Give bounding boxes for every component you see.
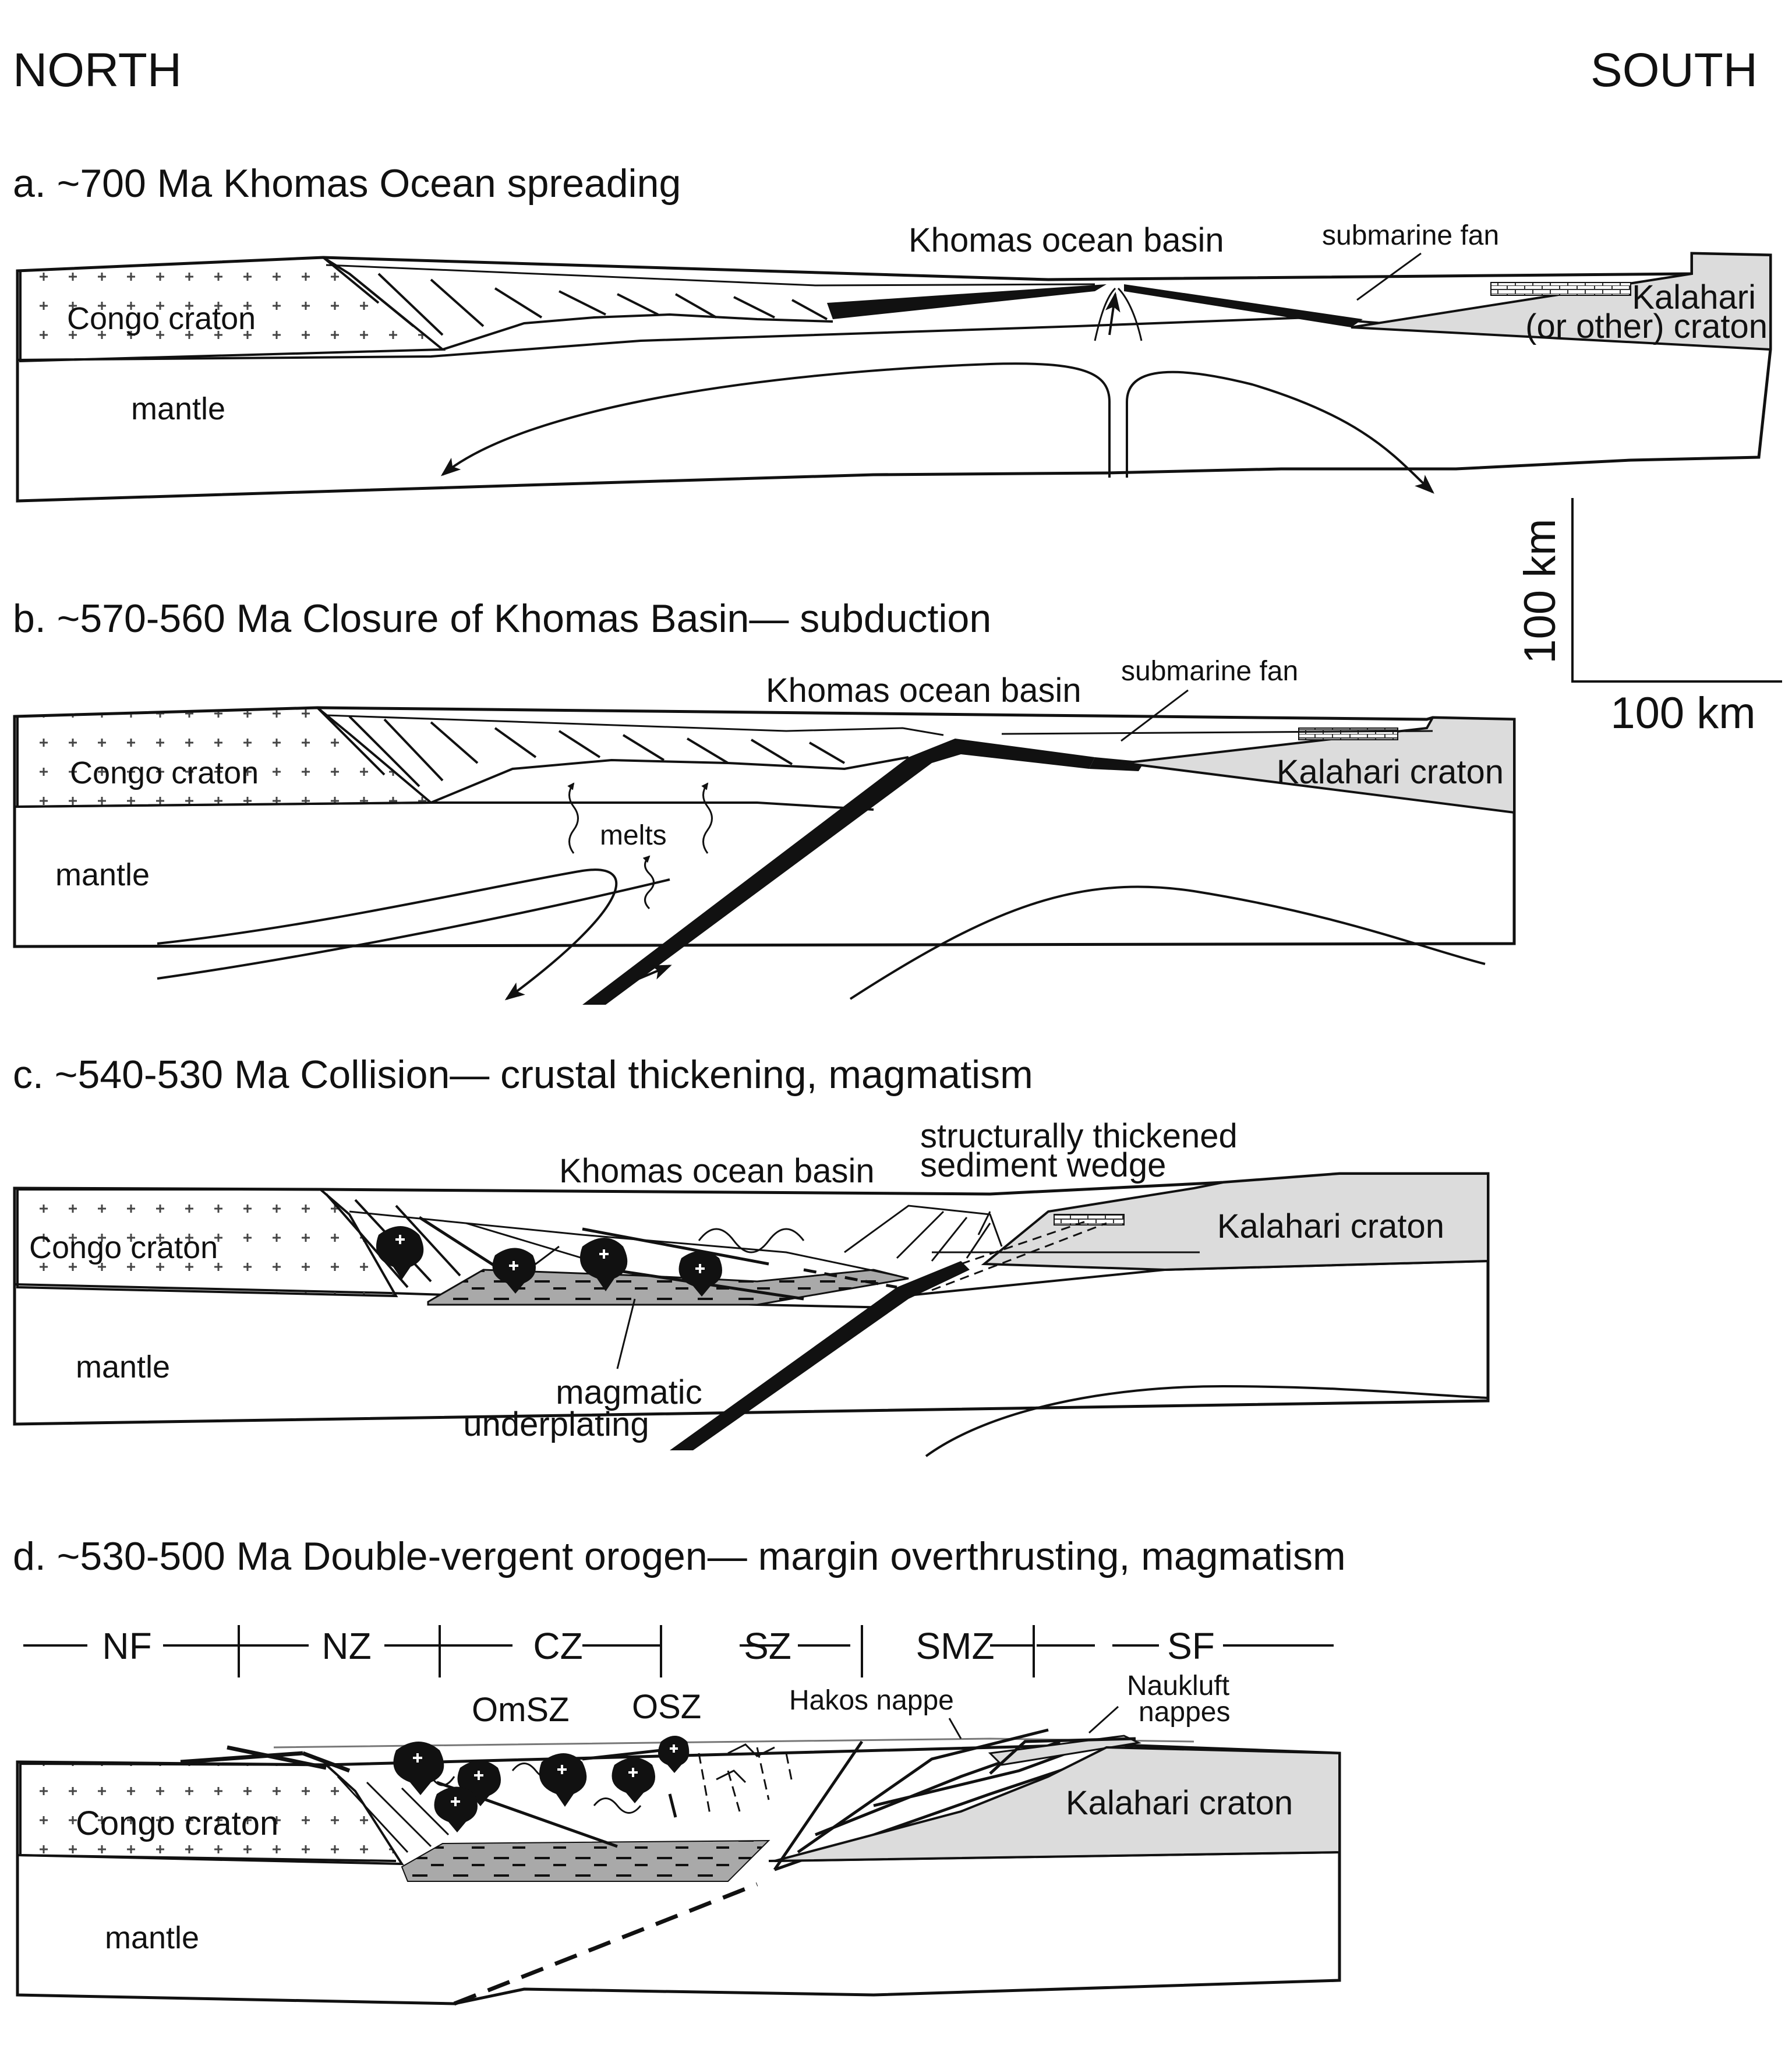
panel-b-subducting-slab	[582, 739, 1095, 1005]
north-label: NORTH	[13, 44, 182, 97]
panel-a-flow-south	[1126, 370, 1434, 494]
panel-d-naukluft-label-1: Naukluft	[1127, 1670, 1229, 1701]
panel-b-mantle-flow	[157, 868, 618, 1001]
panel-d-mantle-label: mantle	[105, 1920, 199, 1955]
panel-a: a. ~700 Ma Khomas Ocean spreading Congo …	[13, 161, 1772, 503]
panel-c-wedge-label-2: sediment wedge	[920, 1146, 1166, 1184]
panel-c: c. ~540-530 Ma Collision— crustal thicke…	[13, 1053, 1490, 1457]
panel-c-congo-craton	[16, 1188, 398, 1298]
panel-d-magmatic-underplating	[401, 1839, 770, 1882]
panel-a-basin-label: Khomas ocean basin	[909, 221, 1224, 259]
panel-d-title: d. ~530-500 Ma Double-vergent orogen— ma…	[13, 1534, 1346, 1578]
panel-d-plutons	[393, 1736, 690, 1832]
zone-label-nf: NF	[102, 1625, 151, 1667]
panel-a-flow-north	[440, 362, 1111, 478]
panel-d-hakos-label: Hakos nappe	[789, 1685, 954, 1716]
panel-a-kalahari-label-2: (or other) craton	[1525, 308, 1768, 345]
panel-a-mantle-label: mantle	[131, 391, 225, 426]
panel-d-naukluft-label-2: nappes	[1139, 1697, 1230, 1728]
panel-b: b. ~570-560 Ma Closure of Khomas Basin— …	[13, 596, 1516, 1005]
panel-b-basin-label: Khomas ocean basin	[766, 672, 1081, 709]
panel-d-kalahari-label: Kalahari craton	[1066, 1784, 1293, 1822]
panel-d-osz-label: OSZ	[632, 1688, 701, 1726]
panel-a-fan-label: submarine fan	[1322, 220, 1499, 251]
zone-label-sz: SZ	[744, 1625, 791, 1667]
panel-b-fan-label: submarine fan	[1121, 656, 1298, 687]
panel-c-plutons	[376, 1226, 722, 1297]
scale-horizontal-label: 100 km	[1610, 688, 1755, 738]
panel-c-underplating-label-1: magmatic	[556, 1373, 702, 1411]
zone-label-nz: NZ	[321, 1625, 371, 1667]
panel-d-zone-ruler: NF NZ CZ SZ SMZ SF	[23, 1625, 1334, 1677]
panel-c-title: c. ~540-530 Ma Collision— crustal thicke…	[13, 1053, 1033, 1097]
panel-b-congo-craton	[16, 706, 434, 808]
panel-c-kalahari-craton	[981, 1172, 1489, 1272]
panel-d-thrust-faults	[773, 1728, 1136, 1871]
panel-c-subducting-slab	[670, 1261, 970, 1450]
panel-a-kalahari-label-1: Kalahari	[1632, 278, 1756, 316]
panel-c-underplating-label-2: underplating	[463, 1405, 649, 1443]
panel-d: d. ~530-500 Ma Double-vergent orogen— ma…	[13, 1534, 1346, 2006]
panel-d-omsz-label: OmSZ	[472, 1691, 570, 1729]
panel-a-oceanic-crust-south	[1124, 284, 1363, 327]
panel-a-title: a. ~700 Ma Khomas Ocean spreading	[13, 161, 681, 206]
panel-d-kalahari-craton	[774, 1746, 1341, 1862]
panel-c-mantle-label: mantle	[76, 1350, 170, 1385]
zone-label-sf: SF	[1167, 1625, 1215, 1667]
panel-c-congo-label: Congo craton	[29, 1230, 218, 1265]
zone-label-cz: CZ	[533, 1625, 582, 1667]
panel-a-kalahari-craton	[1351, 252, 1772, 351]
panel-c-kalahari-label: Kalahari craton	[1217, 1207, 1444, 1245]
scale-bar: 100 km 100 km	[1515, 498, 1782, 738]
panel-d-congo-craton	[19, 1762, 404, 1866]
panel-d-relict-slab	[453, 1882, 758, 2006]
panel-b-kalahari-label: Kalahari craton	[1277, 753, 1504, 791]
scale-vertical-label: 100 km	[1515, 518, 1565, 663]
panel-c-wedge-label-1: structurally thickened	[920, 1117, 1238, 1155]
panel-d-congo-label: Congo craton	[76, 1804, 278, 1842]
south-label: SOUTH	[1590, 44, 1758, 97]
panel-a-rift-faults	[322, 256, 828, 336]
panel-a-congo-label: Congo craton	[67, 301, 256, 336]
panel-b-congo-label: Congo craton	[70, 755, 259, 790]
panel-c-basin-label: Khomas ocean basin	[559, 1152, 875, 1190]
panel-b-title: b. ~570-560 Ma Closure of Khomas Basin— …	[13, 596, 991, 641]
panel-a-carbonate-platform	[1490, 282, 1631, 296]
panel-b-slab-arrow	[611, 965, 672, 991]
zone-label-smz: SMZ	[916, 1625, 994, 1667]
panel-a-oceanic-crust-north	[827, 284, 1107, 319]
panel-b-melts-label: melts	[600, 820, 667, 851]
panel-b-mantle-label: mantle	[55, 857, 150, 892]
